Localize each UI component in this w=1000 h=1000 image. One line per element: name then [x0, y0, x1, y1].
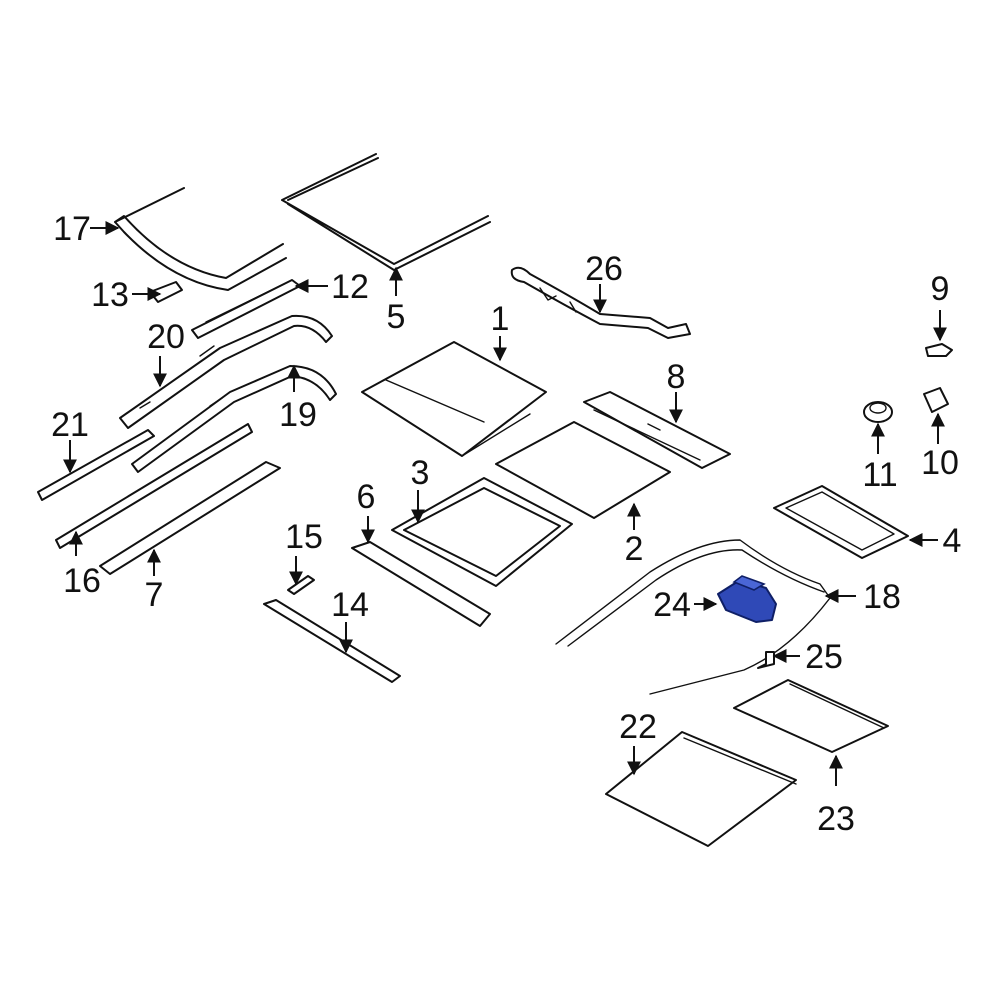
part-25-bolt — [757, 651, 775, 669]
part-7-side-trim — [99, 461, 281, 575]
callout-14: 14 — [331, 586, 369, 624]
part-23-rear-sunshade — [733, 679, 889, 753]
part-11-grommet — [863, 401, 893, 423]
callout-12: 12 — [331, 268, 369, 306]
callout-24: 24 — [653, 586, 691, 624]
part-9-screw — [925, 343, 953, 357]
callout-13: 13 — [91, 276, 129, 314]
callout-26: 26 — [585, 250, 623, 288]
callout-21: 21 — [51, 406, 89, 444]
leader-lines — [63, 221, 947, 786]
part-26-wiring-harness — [510, 266, 691, 339]
callout-23: 23 — [817, 800, 855, 838]
callout-5: 5 — [387, 298, 406, 336]
part-5-glass-seal — [281, 153, 491, 271]
callout-labels: 1 2 3 4 5 6 7 8 9 10 11 12 13 14 15 16 1… — [51, 210, 961, 838]
callout-11: 11 — [862, 456, 897, 494]
callout-9: 9 — [931, 270, 950, 308]
callout-20: 20 — [147, 318, 185, 356]
part-13-clip — [149, 281, 183, 303]
callout-7: 7 — [145, 576, 164, 614]
callout-15: 15 — [285, 518, 323, 556]
callout-17: 17 — [53, 210, 91, 248]
part-14-lower-trim-strip — [263, 599, 401, 683]
part-2-rear-glass-panel — [495, 421, 671, 519]
callout-3: 3 — [411, 454, 430, 492]
callout-2: 2 — [625, 530, 644, 568]
callout-10: 10 — [921, 444, 959, 482]
part-8-deflector-panel — [583, 391, 731, 469]
part-15-clip — [287, 575, 315, 595]
callout-22: 22 — [619, 708, 657, 746]
callout-18: 18 — [863, 578, 901, 616]
callout-16: 16 — [63, 562, 101, 600]
part-24-sunroof-motor — [717, 575, 777, 623]
motor-top — [732, 575, 766, 591]
callout-1: 1 — [491, 300, 510, 338]
part-10-clip — [923, 387, 949, 413]
part-16-drain-strip — [55, 423, 253, 549]
callout-19: 19 — [279, 396, 317, 434]
part-6-front-trim — [351, 541, 491, 627]
part-21-side-seal-strip — [37, 429, 155, 501]
part-1-glass-panel — [361, 341, 547, 457]
part-22-front-sunshade — [605, 731, 797, 847]
callout-8: 8 — [667, 358, 686, 396]
part-4-rear-shade-frame — [773, 485, 909, 559]
part-18-drive-cable — [555, 539, 831, 695]
part-3-sunroof-frame — [391, 477, 573, 587]
callout-6: 6 — [357, 478, 376, 516]
callout-4: 4 — [943, 522, 962, 560]
callout-25: 25 — [805, 638, 843, 676]
part-20-left-guide-rail — [119, 314, 333, 429]
part-17-front-frame-trim — [114, 187, 287, 291]
